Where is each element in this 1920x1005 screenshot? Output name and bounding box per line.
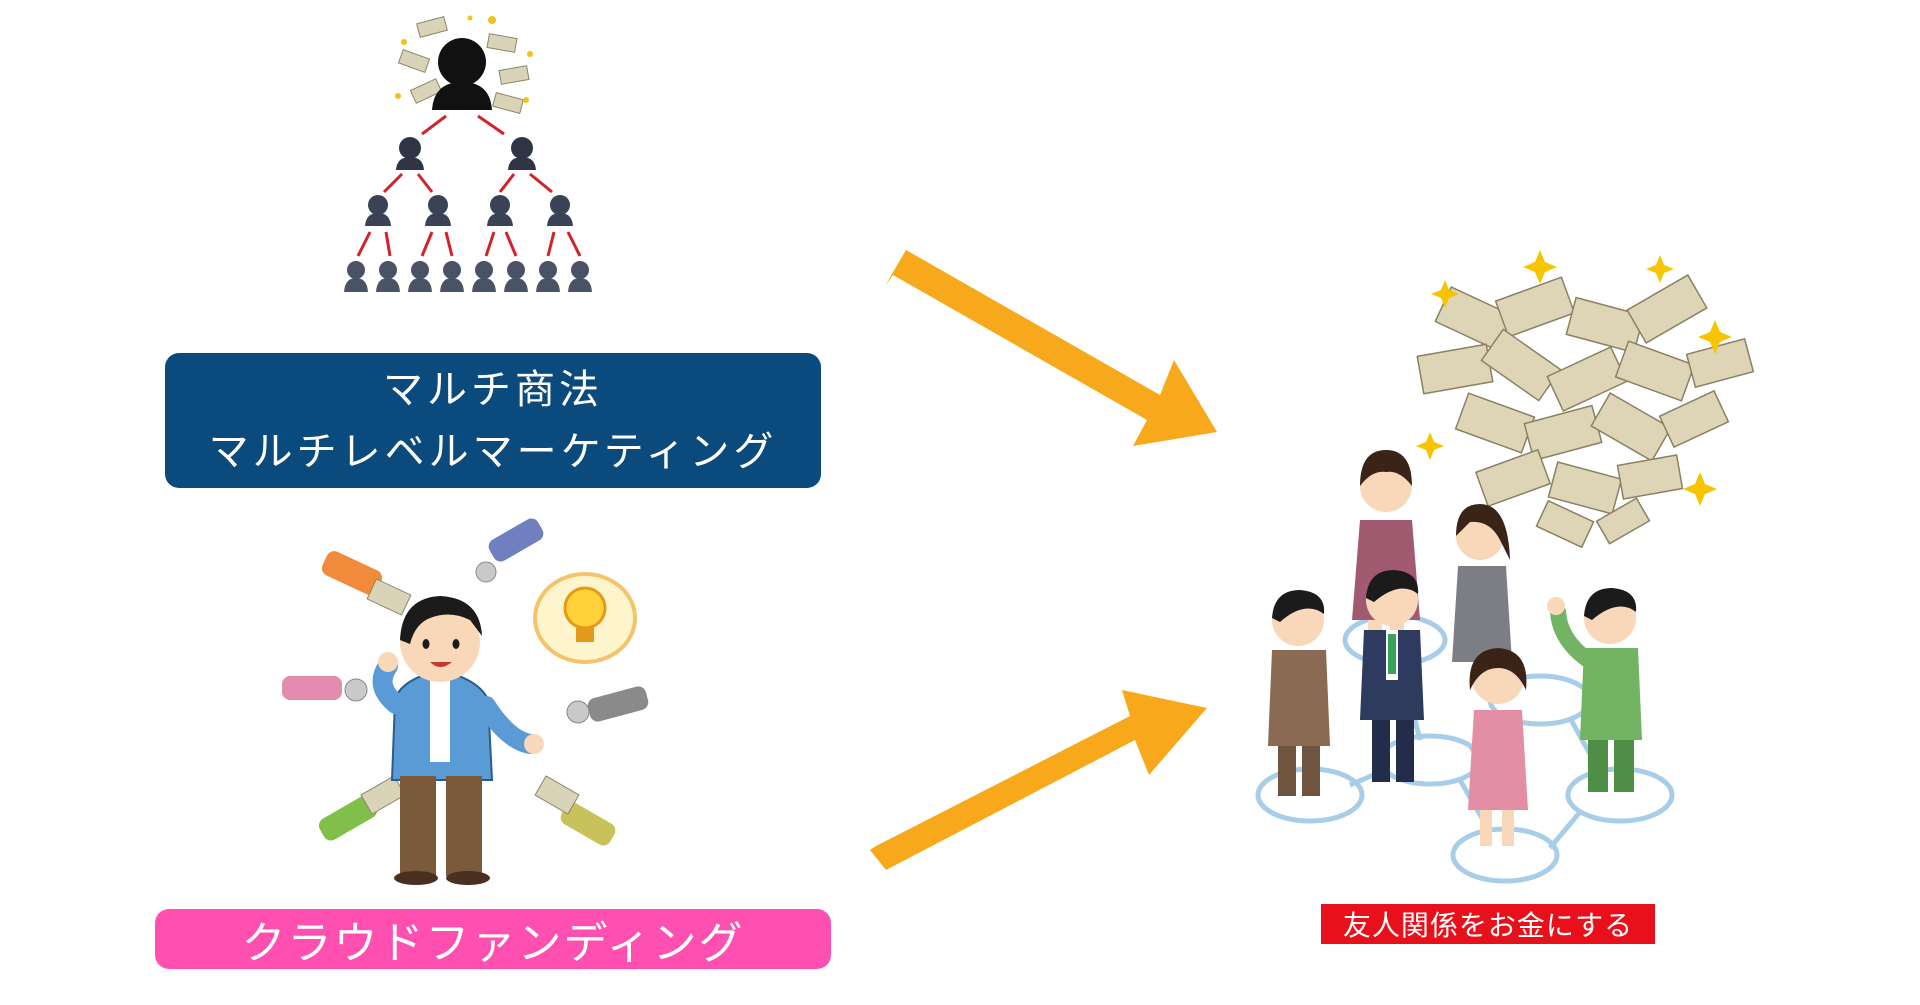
arrow-top xyxy=(885,250,1217,446)
mlm-label-line1: マルチ商法 xyxy=(383,366,603,413)
crowdfunding-label-text: クラウドファンディング xyxy=(241,918,745,969)
crowdfunding-person-icon xyxy=(282,518,649,885)
mlm-label: マルチ商法 マルチレベルマーケティング xyxy=(165,353,821,488)
friendship-money-label-text: 友人関係をお金にする xyxy=(1342,909,1634,942)
pyramid-scheme-icon xyxy=(344,15,592,292)
crowdfunding-label: クラウドファンディング xyxy=(155,909,831,969)
mlm-label-line2: マルチレベルマーケティング xyxy=(208,428,778,475)
friendship-money-label: 友人関係をお金にする xyxy=(1321,904,1655,944)
money-cloud-icon xyxy=(1416,250,1755,549)
arrow-bottom xyxy=(870,690,1207,870)
networking-people-icon xyxy=(1255,450,1675,884)
